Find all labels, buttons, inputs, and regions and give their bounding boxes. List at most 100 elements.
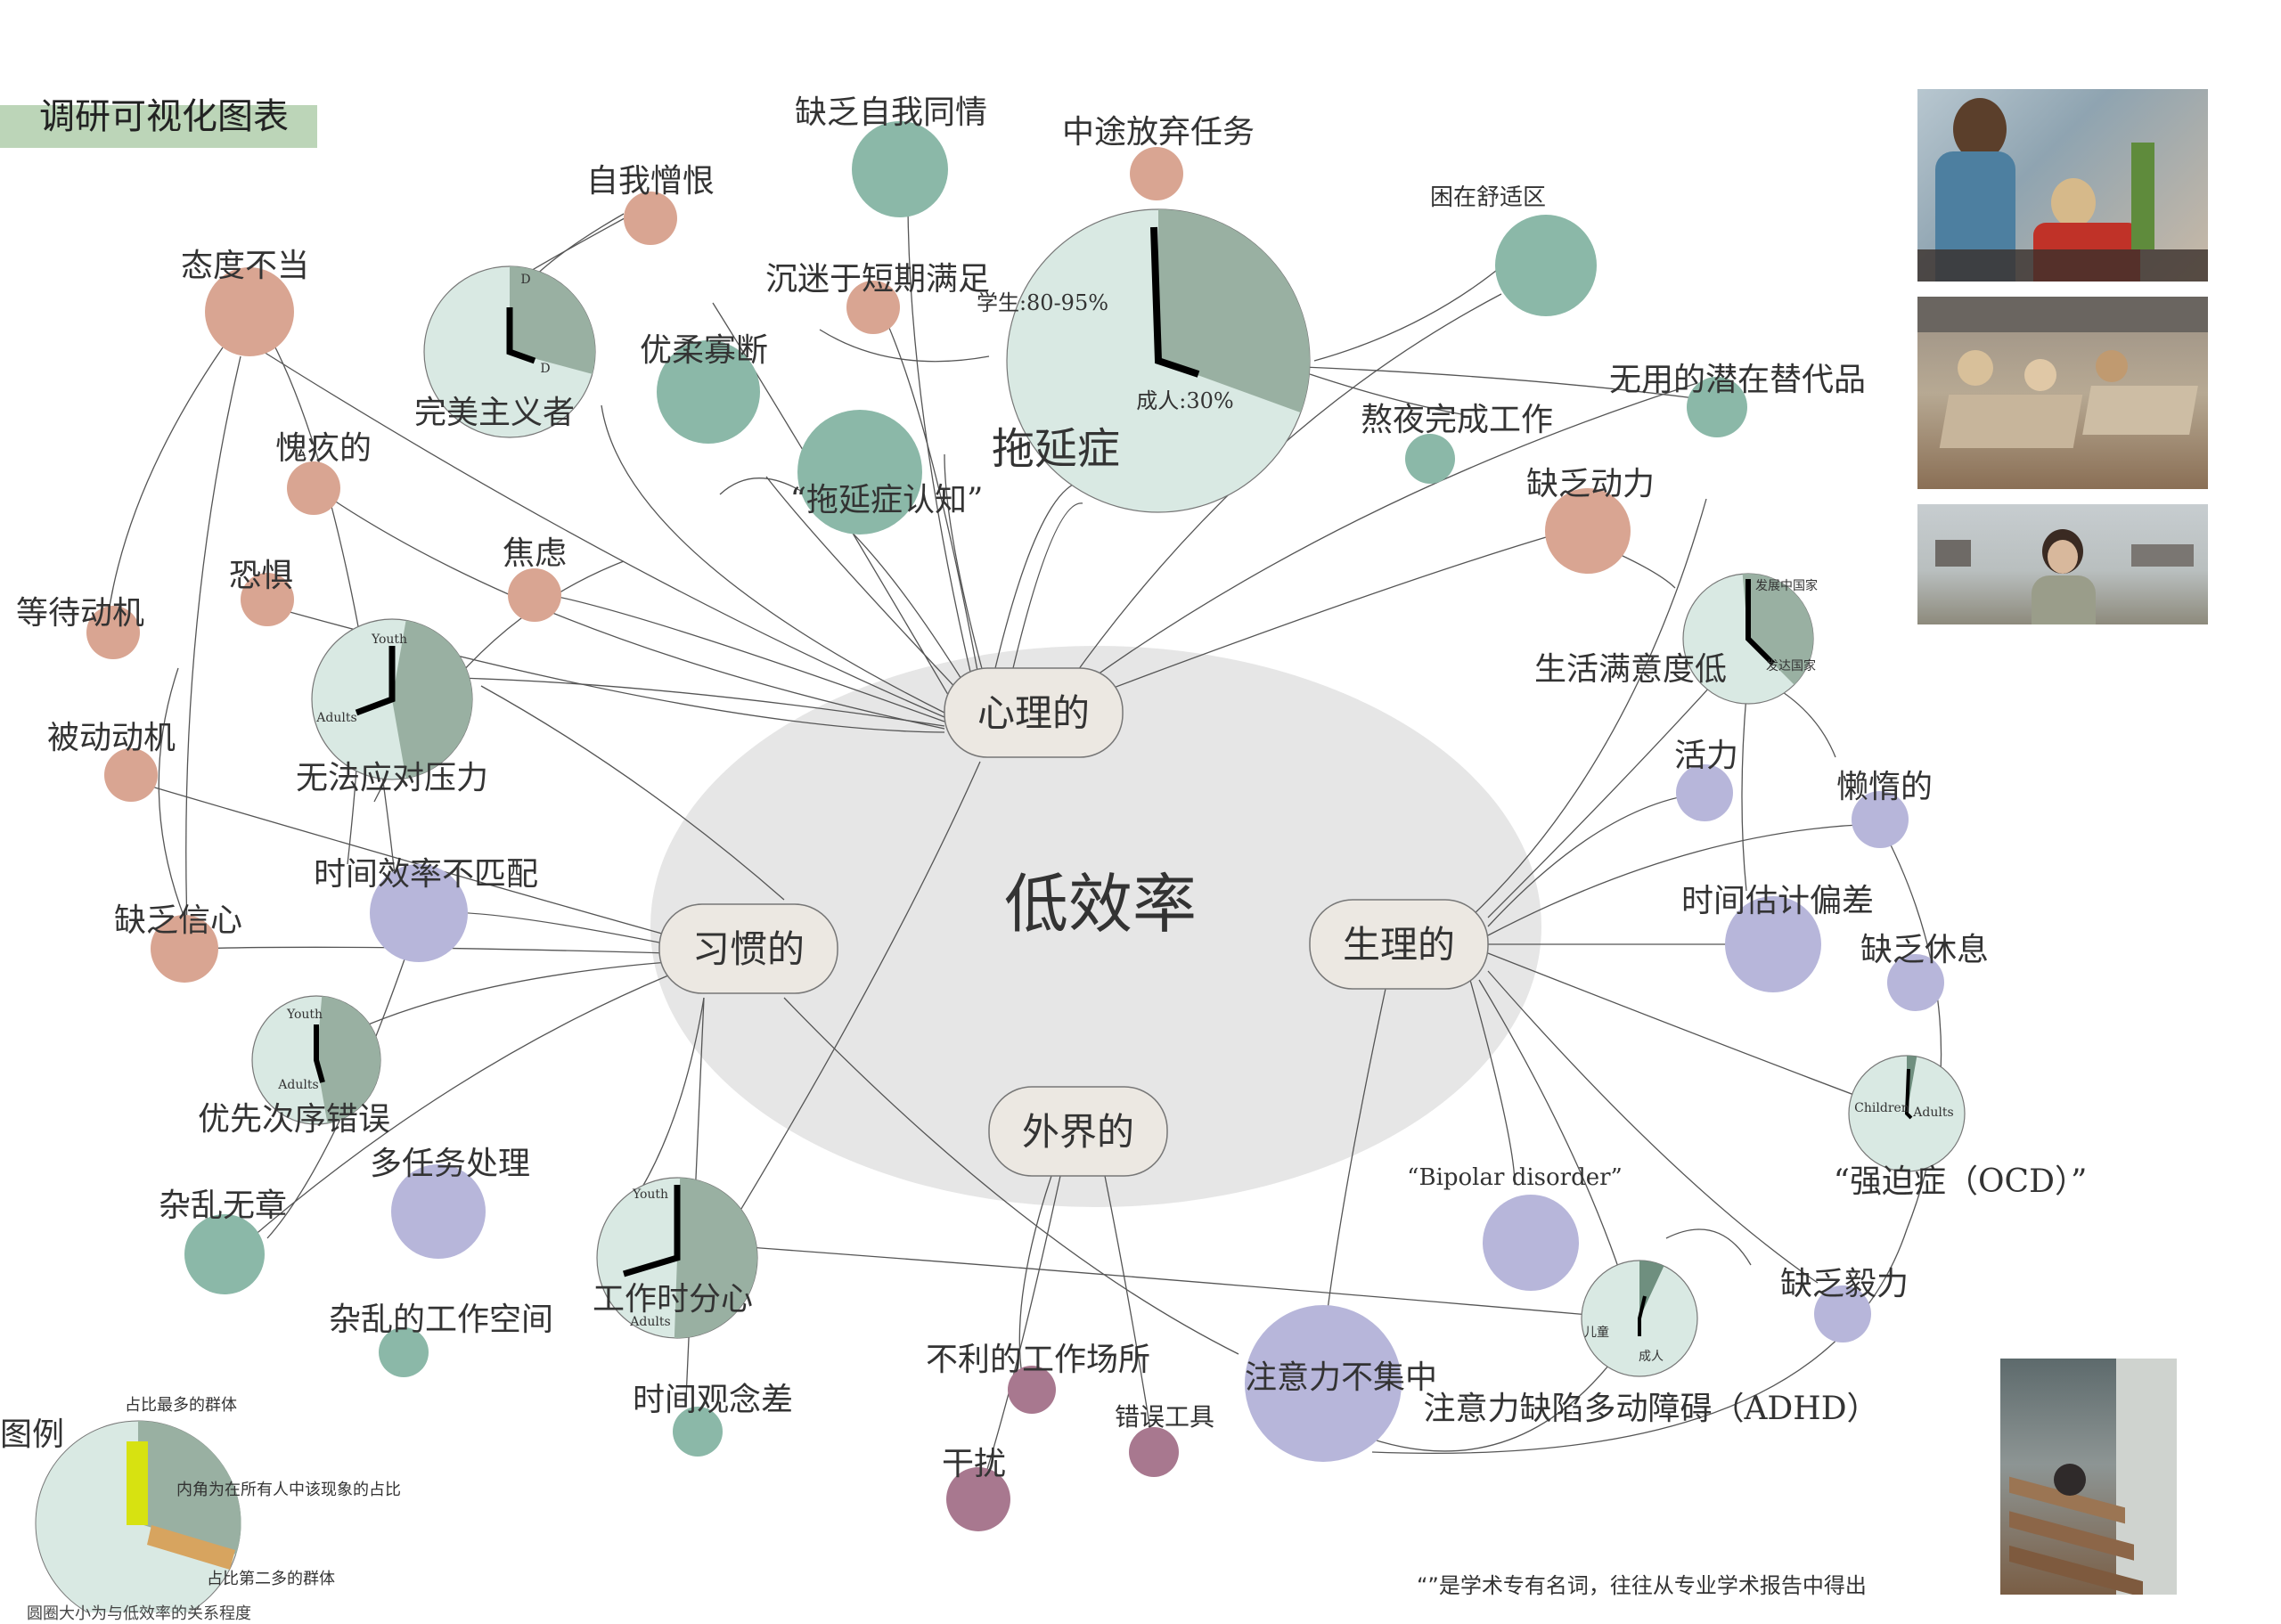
center-label: 低效率 bbox=[1004, 867, 1197, 942]
pie-label-ocd-adults: Adults bbox=[1912, 1106, 1953, 1120]
pie-perfectionist-slice bbox=[510, 266, 596, 374]
pie-life-satisfaction-hands bbox=[1745, 579, 1776, 666]
pie-perfectionist[interactable] bbox=[423, 265, 596, 438]
circle-short-term[interactable] bbox=[846, 281, 900, 334]
circle-anxiety[interactable] bbox=[508, 568, 561, 622]
label-lack-confidence: 缺乏信心 bbox=[114, 902, 242, 939]
circle-time-mismatch[interactable] bbox=[370, 864, 468, 962]
hub-habit[interactable]: 习惯的 bbox=[658, 903, 838, 994]
pie-adhd[interactable] bbox=[1581, 1260, 1698, 1377]
circle-time-estimate[interactable] bbox=[1725, 896, 1821, 992]
hub-psych-label: 心理的 bbox=[977, 691, 1090, 735]
hub-external[interactable]: 外界的 bbox=[988, 1086, 1168, 1177]
pie-distracted-work[interactable] bbox=[596, 1177, 758, 1339]
circle-lack-confidence[interactable] bbox=[151, 915, 218, 983]
pie-priority-error[interactable] bbox=[251, 995, 381, 1125]
circle-quit-midway[interactable] bbox=[1130, 147, 1183, 200]
circle-lack-rest[interactable] bbox=[1887, 954, 1944, 1011]
circle-passive-motivation[interactable] bbox=[104, 748, 158, 802]
legend-caption: 圆圈大小为与低效率的关系程度 bbox=[27, 1604, 251, 1623]
circle-all-nighter[interactable] bbox=[1405, 434, 1455, 484]
legend-hand-yellow bbox=[127, 1441, 148, 1525]
circle-attitude[interactable] bbox=[205, 267, 294, 356]
label-perfectionist: 完美主义者 bbox=[414, 395, 575, 431]
pie-stress[interactable] bbox=[311, 618, 473, 780]
circle-lack-motivation[interactable] bbox=[1545, 488, 1631, 574]
label-passive-motivation: 被动动机 bbox=[47, 720, 176, 756]
circle-lazy[interactable] bbox=[1852, 791, 1909, 848]
pie-label-perf-b: D bbox=[540, 362, 550, 376]
pie-adhd-hands bbox=[1638, 1295, 1647, 1336]
label-lack-motivation: 缺乏动力 bbox=[1526, 466, 1655, 502]
label-time-concept: 时间观念差 bbox=[633, 1382, 793, 1418]
pie-stress-hands bbox=[355, 646, 396, 716]
circle-messy[interactable] bbox=[184, 1214, 265, 1294]
circle-inattention[interactable] bbox=[1245, 1305, 1402, 1462]
pie-label-students: 学生:80-95% bbox=[977, 290, 1108, 315]
pie-ocd-hands bbox=[1904, 1068, 1913, 1120]
pie-life-satisfaction[interactable] bbox=[1682, 573, 1814, 705]
circle-messy-workspace[interactable] bbox=[379, 1327, 429, 1377]
node-circles bbox=[86, 121, 1944, 1531]
circle-lack-self-compassion[interactable] bbox=[852, 121, 948, 217]
label-all-nighter: 熬夜完成工作 bbox=[1361, 402, 1553, 438]
label-wait-motivation: 等待动机 bbox=[16, 595, 144, 632]
circle-bipolar[interactable] bbox=[1483, 1195, 1579, 1291]
hub-psych[interactable]: 心理的 bbox=[944, 667, 1124, 758]
photo-teacher-student bbox=[1917, 89, 2208, 282]
label-stress: 无法应对压力 bbox=[296, 760, 488, 796]
pie-label-ocd-children: Children bbox=[1854, 1101, 1909, 1115]
pie-priority-error-slice bbox=[316, 996, 380, 1123]
circle-proc-cognition[interactable] bbox=[797, 410, 922, 535]
label-bipolar: “Bipolar disorder” bbox=[1407, 1164, 1623, 1191]
circle-lack-perseverance[interactable] bbox=[1814, 1285, 1871, 1342]
circle-interference[interactable] bbox=[946, 1467, 1010, 1531]
pie-perfectionist-hands bbox=[506, 307, 536, 364]
pie-ocd[interactable] bbox=[1848, 1055, 1966, 1172]
center-ellipse bbox=[650, 646, 1541, 1207]
circle-vitality[interactable] bbox=[1676, 764, 1733, 821]
pie-label-perf-a: D bbox=[520, 273, 530, 287]
label-vitality: 活力 bbox=[1674, 738, 1738, 774]
label-quit-midway: 中途放弃任务 bbox=[1062, 114, 1255, 151]
label-fear: 恐惧 bbox=[229, 558, 293, 594]
label-wrong-tools: 错误工具 bbox=[1115, 1402, 1214, 1432]
hub-physio[interactable]: 生理的 bbox=[1309, 899, 1489, 990]
photo-empty-classroom bbox=[2000, 1359, 2177, 1595]
pie-procrastination[interactable] bbox=[1006, 208, 1311, 513]
circle-indecisive[interactable] bbox=[657, 340, 760, 444]
pie-distracted-work-hands bbox=[622, 1185, 681, 1277]
circle-multitask[interactable] bbox=[391, 1164, 486, 1259]
label-time-mismatch: 时间效率不匹配 bbox=[314, 856, 538, 893]
label-useless-alt: 无用的潜在替代品 bbox=[1609, 362, 1866, 398]
pie-label-distract-youth: Youth bbox=[632, 1187, 668, 1202]
circle-self-hatred[interactable] bbox=[624, 192, 677, 245]
legend: 图例 占比最多的群体 内角为在所有人中该现象的占比 占比第二多的群体 bbox=[0, 1396, 401, 1612]
circle-guilt[interactable] bbox=[287, 461, 340, 515]
circle-wait-motivation[interactable] bbox=[86, 606, 140, 659]
circle-useless-alt[interactable] bbox=[1687, 377, 1747, 437]
label-comfort-zone: 困在舒适区 bbox=[1430, 184, 1546, 211]
footnote: “”是学术专有名词，往往从专业学术报告中得出 bbox=[1417, 1573, 1867, 1598]
label-bad-workplace: 不利的工作场所 bbox=[926, 1342, 1150, 1378]
legend-pie-slice bbox=[138, 1420, 241, 1555]
photo-girl-field bbox=[1917, 504, 2208, 624]
circle-wrong-tools[interactable] bbox=[1129, 1427, 1179, 1477]
label-lack-self-compassion: 缺乏自我同情 bbox=[795, 94, 987, 131]
label-procrastination: 拖延症 bbox=[992, 424, 1120, 474]
label-messy-workspace: 杂乱的工作空间 bbox=[329, 1302, 553, 1338]
circle-fear[interactable] bbox=[241, 573, 294, 626]
circle-time-concept[interactable] bbox=[673, 1407, 723, 1457]
label-short-term: 沉迷于短期满足 bbox=[765, 261, 990, 298]
circle-bad-workplace[interactable] bbox=[1008, 1366, 1056, 1414]
page-title: 调研可视化图表 bbox=[39, 96, 289, 137]
circle-comfort-zone[interactable] bbox=[1495, 215, 1597, 316]
label-guilt: 愧疚的 bbox=[275, 430, 372, 467]
pie-procrastination-slice bbox=[1158, 209, 1310, 413]
pie-procrastination-hands bbox=[1150, 226, 1200, 378]
node-labels: 拖延症 完美主义者 无法应对压力 态度不当 自我憎恨 缺乏自我同情 中途放弃任务… bbox=[16, 94, 2087, 1482]
pie-priority-error-hands bbox=[314, 1024, 325, 1083]
pie-label-developing: 发展中国家 bbox=[1755, 578, 1818, 593]
label-priority-error: 优先次序错误 bbox=[198, 1101, 390, 1138]
